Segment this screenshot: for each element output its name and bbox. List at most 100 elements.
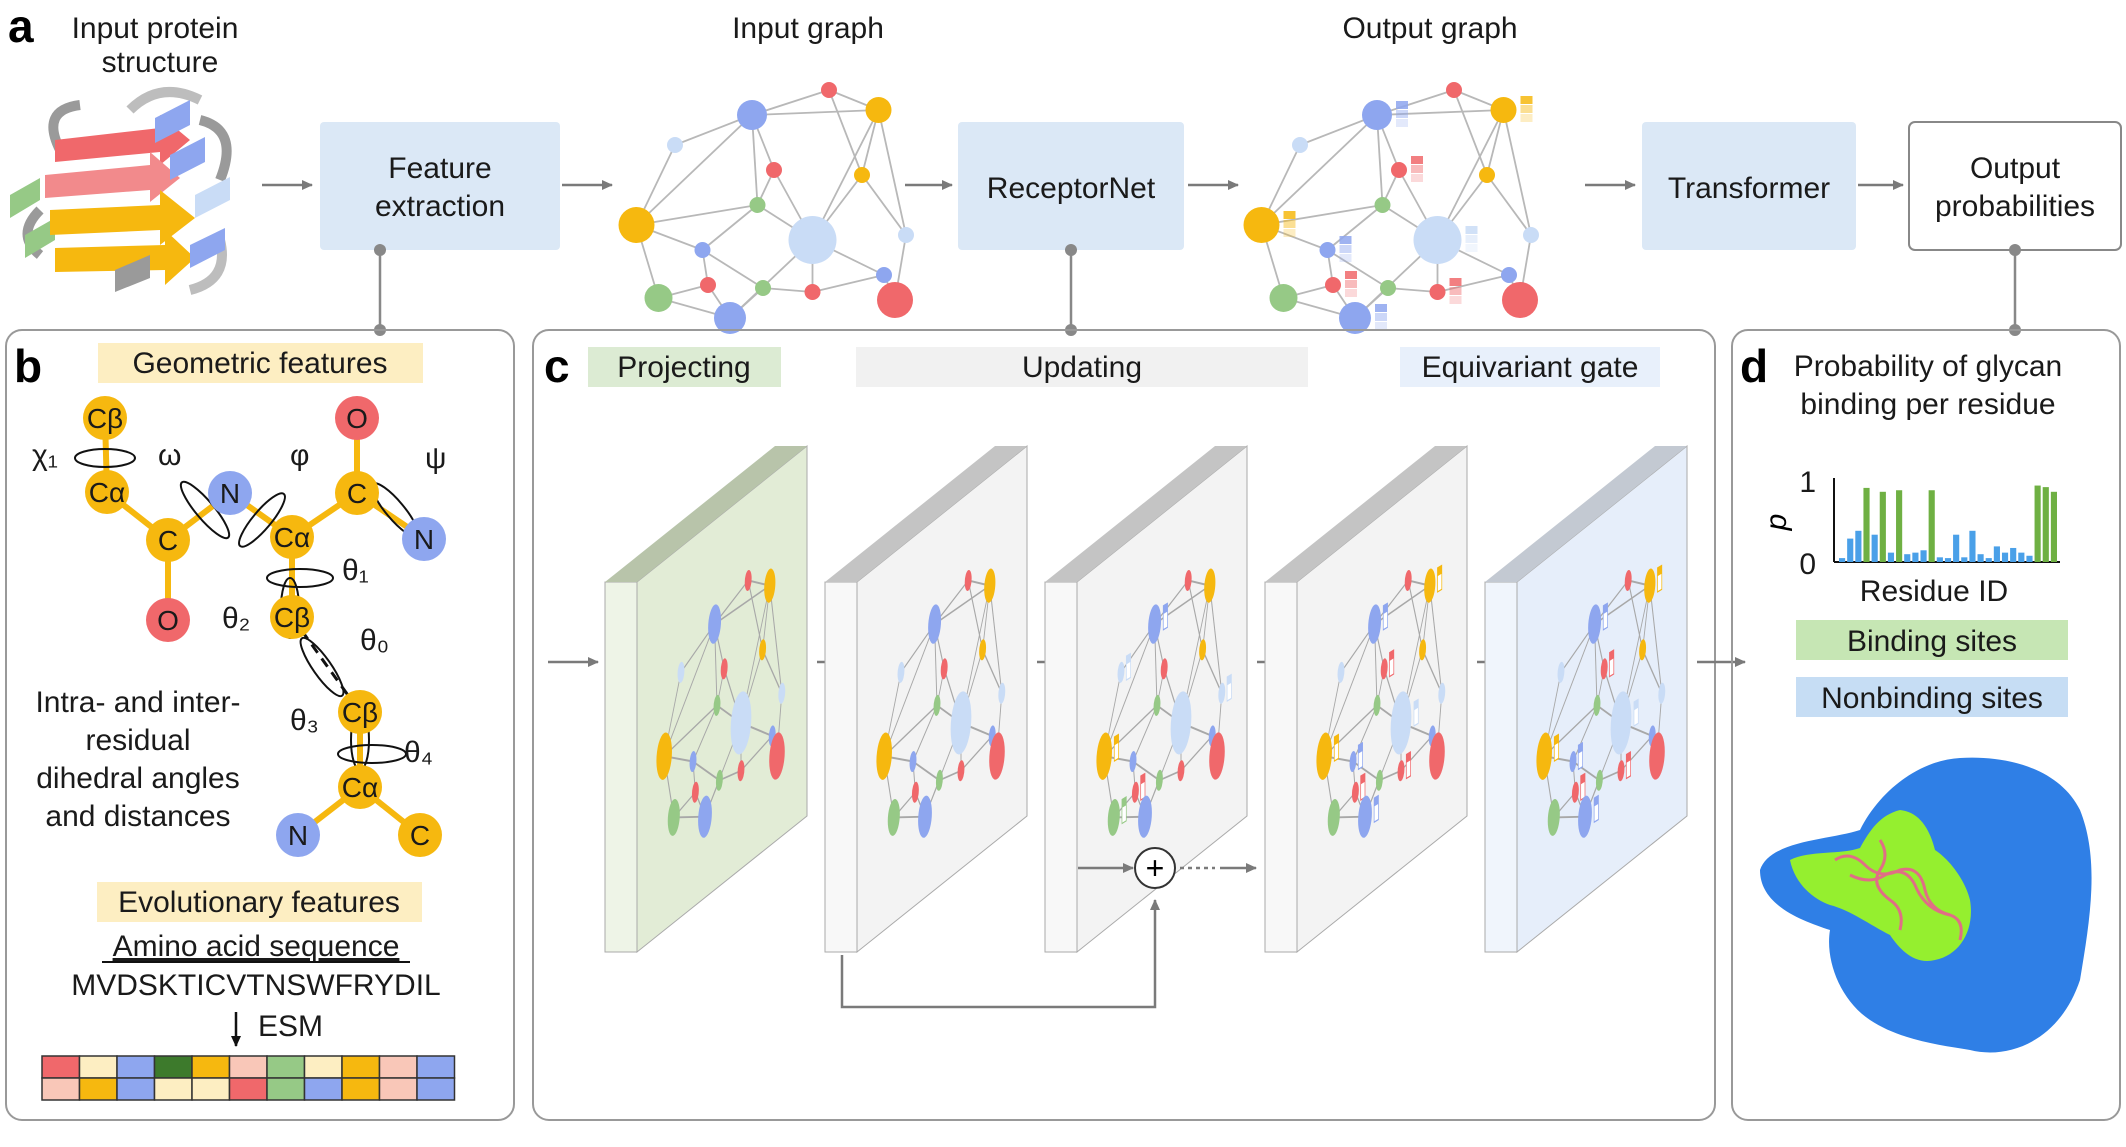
layer-top bbox=[1485, 446, 1687, 582]
layer-graph-node bbox=[909, 751, 917, 773]
legend-binding-label: Binding sites bbox=[1847, 625, 2017, 658]
output-graph-node bbox=[1269, 284, 1298, 312]
chart-bar bbox=[2001, 552, 2009, 562]
output-graph-node bbox=[1429, 284, 1446, 300]
panel-c-letter: c bbox=[544, 340, 570, 392]
atom-o2-label: O bbox=[346, 403, 368, 434]
evolutionary-features-tag bbox=[97, 882, 422, 922]
input-graph bbox=[618, 82, 914, 334]
layer-graph-node bbox=[1131, 781, 1139, 803]
layer-graph-feature bbox=[1360, 773, 1366, 785]
panel-b-letter: b bbox=[14, 340, 42, 392]
layer-graph-node bbox=[928, 604, 942, 644]
output-graph-feature-bar bbox=[1520, 96, 1533, 104]
input-graph-title: Input graph bbox=[732, 12, 884, 45]
layer-graph-node bbox=[1170, 691, 1192, 755]
panel-b-frame bbox=[5, 329, 515, 1121]
layer-graph-skew bbox=[876, 568, 1006, 838]
input-graph-edge bbox=[702, 249, 764, 289]
output-graph-feature-bar bbox=[1465, 235, 1478, 243]
output-graph-feature-bar bbox=[1449, 278, 1462, 286]
description-line2: residual bbox=[85, 724, 190, 757]
chart-bar bbox=[1953, 534, 1960, 562]
panel-c-frame bbox=[532, 329, 1716, 1121]
output-probabilities-box bbox=[1908, 121, 2122, 251]
chart-bar bbox=[2034, 485, 2041, 562]
layer-graph-edge bbox=[719, 769, 742, 782]
layer-graph-edge bbox=[747, 579, 764, 651]
layer-stack bbox=[548, 444, 1746, 954]
angle-theta1: θ₁ bbox=[342, 554, 369, 587]
layer-graph-skew bbox=[1316, 564, 1446, 838]
layer-graph-node bbox=[1649, 732, 1665, 780]
layer-graph-node bbox=[1438, 682, 1446, 704]
output-graph-node bbox=[1319, 242, 1336, 258]
atom-c3-label: C bbox=[410, 820, 430, 851]
output-graph-feature-bar bbox=[1396, 110, 1408, 118]
input-graph-edge bbox=[751, 114, 759, 206]
description-line3: dihedral angles bbox=[36, 762, 239, 795]
angle-theta4: θ₄ bbox=[404, 736, 433, 769]
atom-c3 bbox=[398, 813, 442, 857]
input-graph-node bbox=[667, 137, 683, 153]
embedding-cell bbox=[228, 1077, 268, 1101]
angle-omega: ω bbox=[158, 439, 181, 472]
chart-bar bbox=[1969, 530, 1976, 562]
input-graph-node bbox=[737, 100, 767, 130]
chart-bars bbox=[1839, 485, 2057, 562]
output-graph-node bbox=[1479, 167, 1495, 183]
layer-graph bbox=[1536, 564, 1666, 838]
chart-bar bbox=[1977, 554, 1984, 562]
layer-graph-edge bbox=[664, 704, 718, 758]
layer-graph-edge bbox=[1323, 623, 1375, 757]
layer-graph-edge bbox=[1103, 623, 1155, 757]
sequence-text: MVDSKTICVTNSWFRYDIL bbox=[71, 969, 440, 1002]
esm-label: ESM bbox=[258, 1010, 323, 1043]
input-graph-edge bbox=[635, 114, 753, 226]
input-graph-node bbox=[618, 207, 655, 243]
chart-bar bbox=[2042, 487, 2049, 562]
layer-graph-feature bbox=[1227, 674, 1232, 686]
receptornet-label: ReceptorNet bbox=[987, 172, 1156, 205]
equivariant-gate-label: Equivariant gate bbox=[1422, 351, 1639, 384]
chart-bar bbox=[1896, 490, 1903, 562]
output-graph-edge bbox=[1486, 174, 1532, 236]
layer-top bbox=[1045, 446, 1247, 582]
layer-graph-node bbox=[1658, 682, 1666, 704]
layer-graph-feature bbox=[1163, 603, 1168, 615]
skip-connection bbox=[840, 899, 1160, 1009]
chart-bar bbox=[1993, 546, 2000, 562]
layer-graph-edge bbox=[934, 584, 990, 625]
embedding-cell bbox=[416, 1055, 456, 1079]
layer-graph-node bbox=[1373, 694, 1381, 716]
layer-graph-edge bbox=[1379, 769, 1402, 782]
layer-graph-node bbox=[1177, 760, 1185, 782]
layer-graph-edge bbox=[1572, 760, 1600, 782]
layer-graph-node bbox=[1600, 658, 1608, 680]
output-graph-node bbox=[1391, 162, 1407, 178]
atom-n2 bbox=[402, 517, 446, 561]
layer-graph-node bbox=[940, 658, 948, 680]
layer-graph-feature bbox=[1609, 650, 1614, 661]
output-graph-edge bbox=[1327, 249, 1389, 289]
layer-graph-node bbox=[759, 639, 767, 661]
layer-graph-node bbox=[1375, 769, 1383, 791]
output-graph-feature-bar bbox=[1375, 322, 1387, 330]
description-line1: Intra- and inter- bbox=[35, 686, 240, 719]
layer-graph-edge bbox=[1352, 760, 1380, 782]
layer-graph-edge bbox=[1649, 585, 1663, 694]
input-graph-node bbox=[749, 197, 766, 213]
layer-graph-node bbox=[1096, 732, 1112, 780]
output-graph-node bbox=[1501, 267, 1517, 283]
embedding-cell bbox=[341, 1077, 381, 1101]
output-graph-feature-bar bbox=[1449, 296, 1462, 304]
output-graph-feature-bar bbox=[1396, 101, 1408, 109]
angle-theta3: θ₃ bbox=[290, 704, 319, 737]
layer-graph-edge bbox=[1352, 704, 1378, 763]
atom-cb2-label: Cβ bbox=[274, 602, 310, 633]
output-graph-node bbox=[1413, 216, 1462, 264]
layer-graph-node bbox=[964, 569, 972, 591]
layer-graph-node bbox=[691, 781, 699, 803]
layer-graph-node bbox=[1569, 751, 1577, 773]
